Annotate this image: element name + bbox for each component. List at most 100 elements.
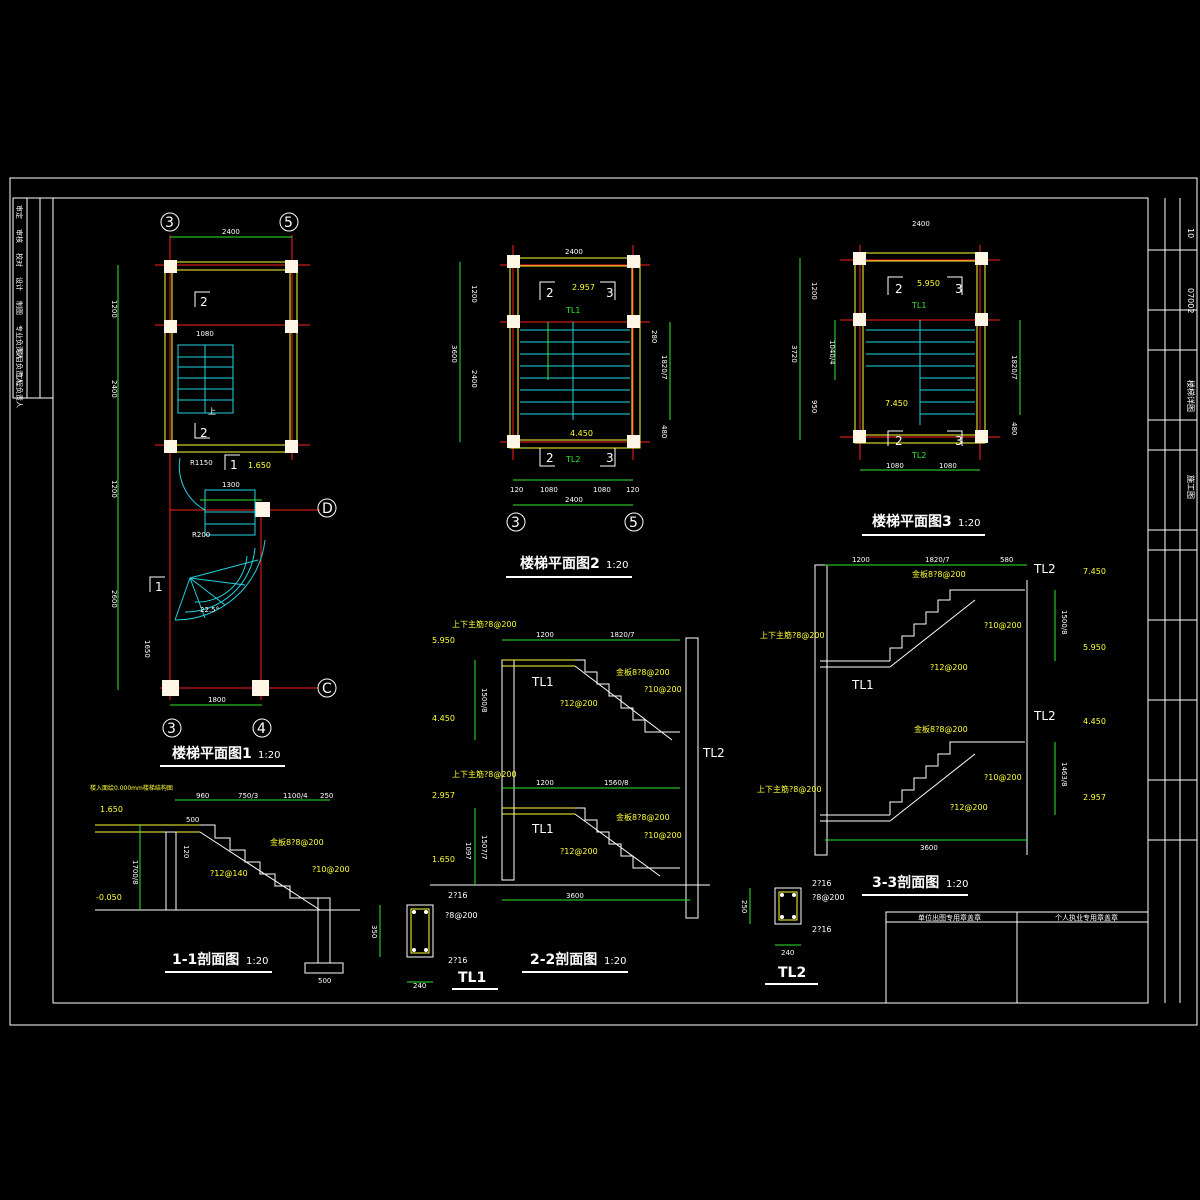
- sec33-tl1: TL1: [851, 678, 874, 692]
- plan2-level-bot: 4.450: [570, 429, 593, 438]
- plan1-title: 楼梯平面图1: [172, 745, 252, 762]
- left-strip-label: 工程负责人: [15, 373, 24, 408]
- sec33-dim-3: 580: [1000, 556, 1013, 564]
- tl1-height: 350: [370, 925, 378, 938]
- sec22-dim-7: 1200: [536, 779, 554, 787]
- sec22-dim-3: 1560/8: [604, 779, 629, 787]
- plan1-sec1-b: 1: [155, 580, 163, 594]
- plan2-sec3-top: 3: [606, 286, 614, 300]
- outer-frame: [9, 177, 1198, 1026]
- plan2-sec2-top: 2: [546, 286, 554, 300]
- sec11-dim-7: 120: [182, 845, 190, 858]
- plan1-dim-3: 1200: [110, 480, 118, 498]
- tl1-width: 240: [413, 982, 426, 990]
- sec11-note: 楼入面绘0.000mm楼梯结构图: [90, 784, 173, 792]
- sec33-tl2-a: TL2: [1033, 562, 1056, 576]
- plan2-tl2: TL2: [565, 455, 580, 464]
- plan1-dim-2: 2400: [110, 380, 118, 398]
- sec33-rebar-3b: ?10@200: [984, 773, 1022, 782]
- sec33-rebar-1b: 上下主筋?8@200: [757, 784, 822, 794]
- sec22-rebar-4a: ?12@200: [560, 699, 598, 708]
- sec11-title: 1-1剖面图: [172, 951, 239, 968]
- plan1-level: 1.650: [248, 461, 271, 470]
- grid-5-top: 5: [284, 215, 293, 231]
- left-strip-label: 制图: [15, 301, 24, 315]
- section-3-3: [814, 564, 1056, 856]
- grid-3-bottom: 3: [167, 721, 176, 737]
- grid-3-plan2: 3: [511, 515, 520, 531]
- plan2-right: 1080: [593, 486, 611, 494]
- plan2-sec2-bot: 2: [546, 451, 554, 465]
- tl1-stirrups: ?8@200: [445, 911, 478, 920]
- tl2-stirrups: ?8@200: [812, 893, 845, 902]
- sec11-dim-5: 1700/8: [131, 860, 139, 885]
- plan2-edge-left: 120: [510, 486, 523, 494]
- plan1-r200: R200: [192, 531, 210, 539]
- grid-d: D: [322, 501, 333, 517]
- plan2-bottom-width: 2400: [565, 496, 583, 504]
- tl2-title: TL2: [778, 965, 806, 981]
- sec22-level-1: 5.950: [432, 636, 455, 645]
- left-strip-label: 校对: [15, 253, 24, 267]
- plan1-r1150: R1150: [190, 459, 213, 467]
- plan1-sec2-bot: 2: [200, 426, 208, 440]
- plan3-level-top: 5.950: [917, 279, 940, 288]
- sec33-rebar-3a: ?10@200: [984, 621, 1022, 630]
- sec33-rebar-2a: 金板8?8@200: [912, 569, 966, 579]
- sec33-tl2-b: TL2: [1033, 709, 1056, 723]
- plan3-right: 1080: [939, 462, 957, 470]
- plan3-left: 1080: [886, 462, 904, 470]
- sec22-tl1-a: TL1: [531, 675, 554, 689]
- plan3-dim-5: 950: [810, 400, 818, 413]
- sec22-rebar-1b: 上下主筋?8@200: [452, 769, 517, 779]
- sec33-dim-4: 3600: [920, 844, 938, 852]
- drawing-name: 楼梯详图: [1186, 380, 1196, 412]
- plan2-dim-1: 1200: [470, 285, 478, 303]
- sec11-dim-6: 500: [186, 816, 199, 824]
- tl1-detail: [379, 904, 434, 983]
- sec33-level-4: 2.957: [1083, 793, 1106, 802]
- plan-3: [799, 245, 1021, 471]
- sec22-scale: 1:20: [604, 956, 626, 967]
- sec22-tl2: TL2: [702, 746, 725, 760]
- sec11-dim-1: 960: [196, 792, 209, 800]
- sec22-dim-1: 1200: [536, 631, 554, 639]
- plan1-sec1-a: 1: [230, 458, 238, 472]
- sec33-level-3: 4.450: [1083, 717, 1106, 726]
- plan2-width: 2400: [565, 248, 583, 256]
- sec33-dim-6: 1463/8: [1060, 762, 1068, 787]
- sec11-dim-4: 250: [320, 792, 333, 800]
- plan1-width: 2400: [222, 228, 240, 236]
- plan3-tl1: TL1: [911, 301, 926, 310]
- plan3-sec3-bot: 3: [955, 434, 963, 448]
- plan2-level-top: 2.957: [572, 283, 595, 292]
- plan3-level-mid: 7.450: [885, 399, 908, 408]
- title-block: [885, 911, 1149, 1004]
- sec22-dim-6: 1507/7: [480, 835, 488, 860]
- sec11-rebar-2: ?10@200: [312, 865, 350, 874]
- drawing-stage: 施工图: [1186, 475, 1196, 499]
- sec22-rebar-4b: ?12@200: [560, 847, 598, 856]
- sec33-dim-2: 1820/7: [925, 556, 950, 564]
- plan2-left: 1080: [540, 486, 558, 494]
- sec22-rebar-2a: 金板8?8@200: [616, 667, 670, 677]
- left-strip-label: 项目负责人: [15, 349, 24, 384]
- drawing-code: 07002: [1186, 288, 1195, 313]
- sec22-level-2: 4.450: [432, 714, 455, 723]
- sec22-dim-4: 3600: [566, 892, 584, 900]
- plan2-dim-2: 2400: [470, 370, 478, 388]
- sec11-dim-2: 750/3: [238, 792, 258, 800]
- sec22-tl1-b: TL1: [531, 822, 554, 836]
- sec22-dim-2: 1820/7: [610, 631, 635, 639]
- sec22-rebar-3a: ?10@200: [644, 685, 682, 694]
- plan2-dim-4: 1820/7: [660, 355, 668, 380]
- sec11-dim-3: 1100/4: [283, 792, 308, 800]
- tl2-height: 250: [740, 900, 748, 913]
- sec33-rebar-4a: ?12@200: [930, 663, 968, 672]
- sec22-level-4: 1.650: [432, 855, 455, 864]
- plan2-scale: 1:20: [606, 560, 628, 571]
- title-block-personal-stamp: 个人执业专用章盖章: [1055, 913, 1118, 922]
- plan1-dim-6: 1080: [196, 330, 214, 338]
- grid-c: C: [322, 681, 332, 697]
- plan2-tl1: TL1: [565, 306, 580, 315]
